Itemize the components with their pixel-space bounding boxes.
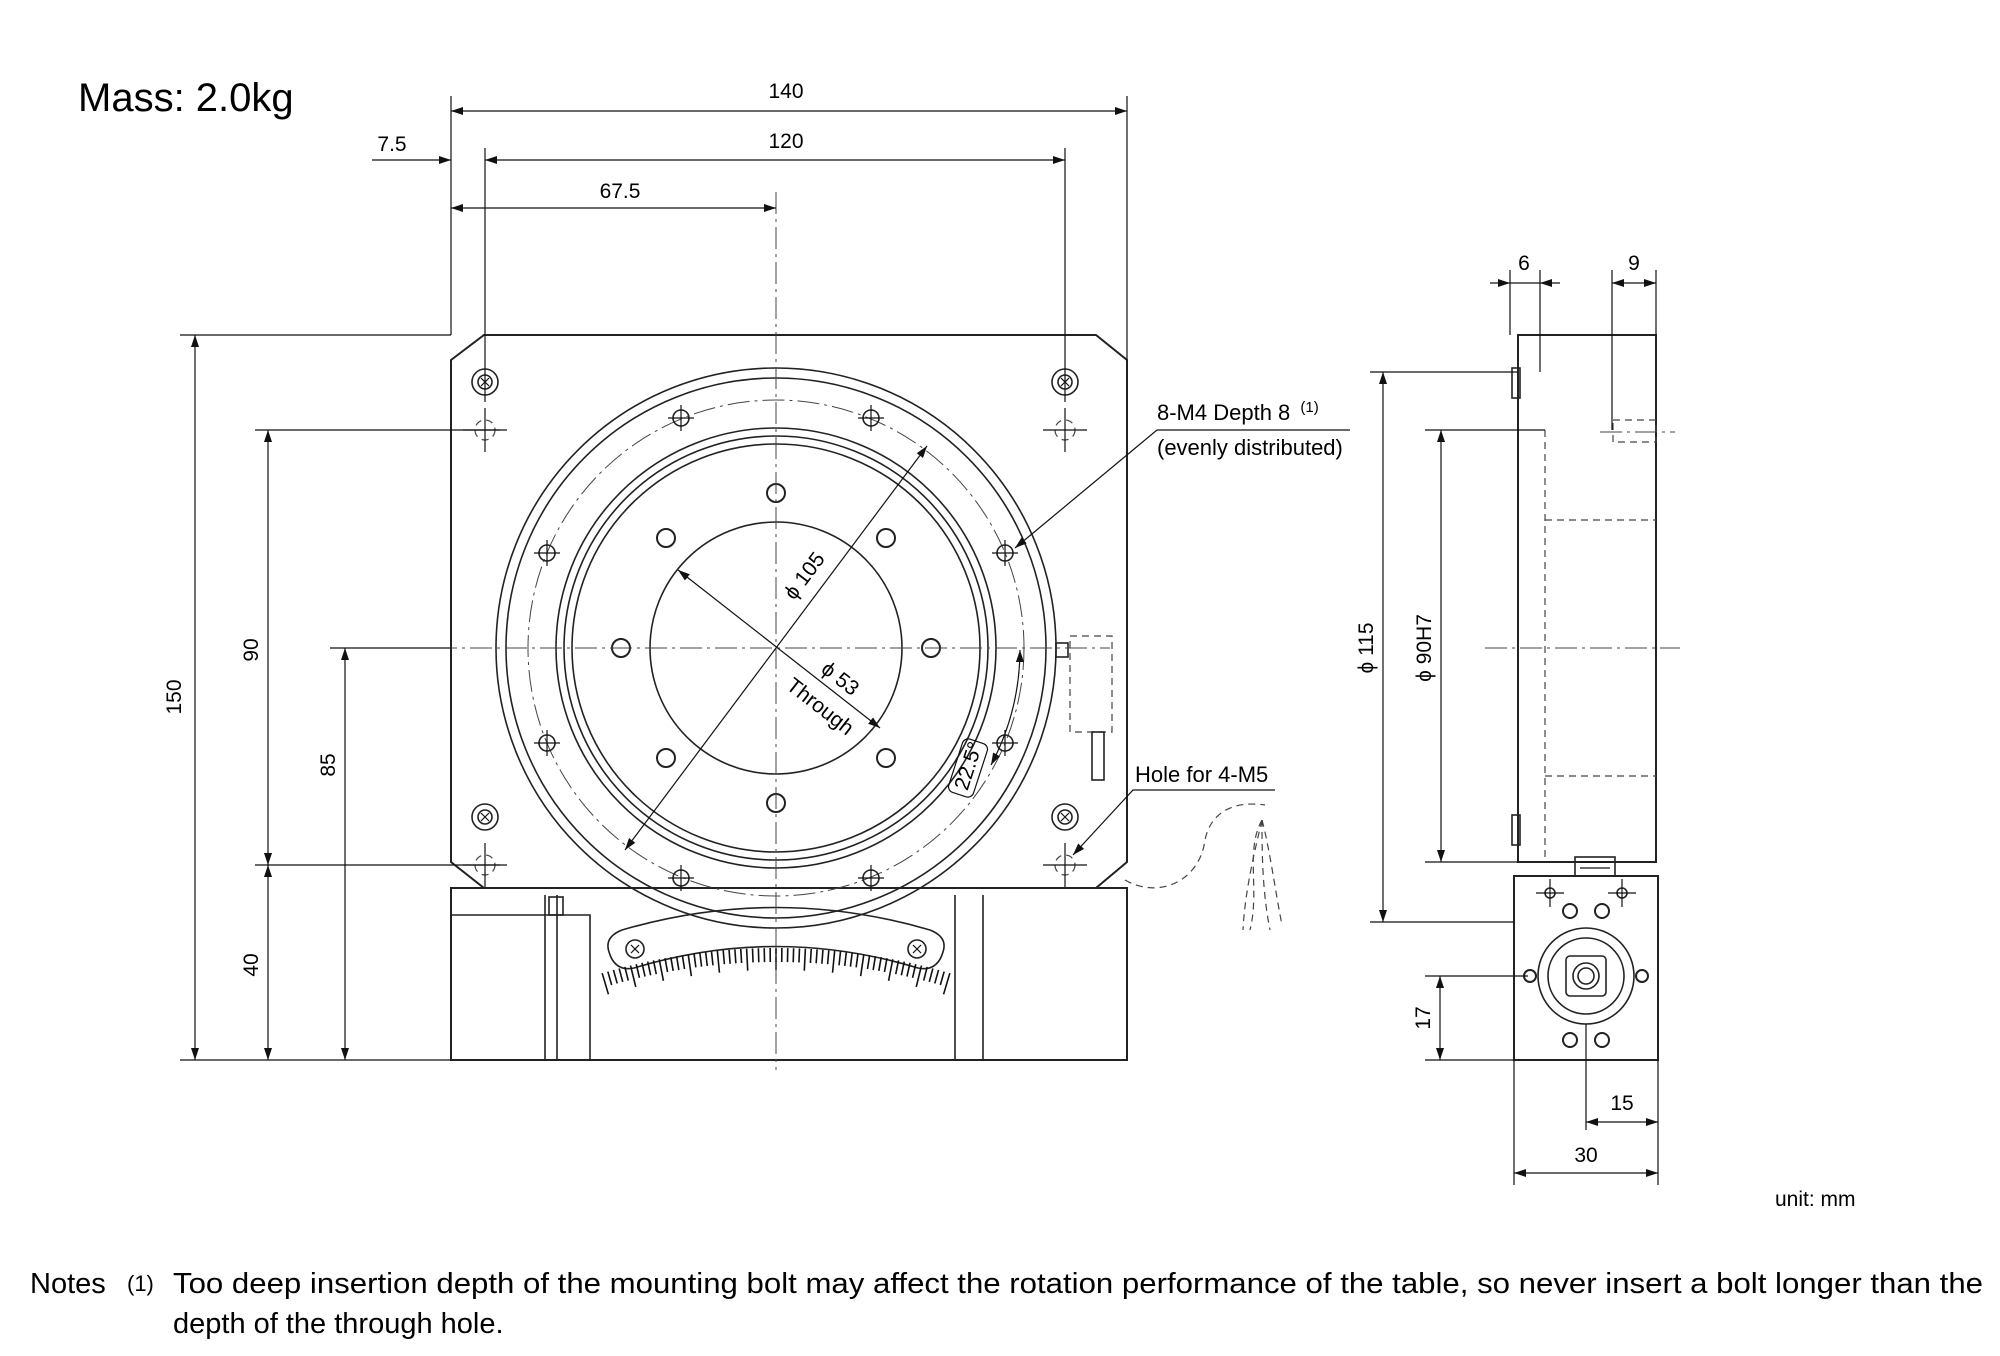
dim-140: 140 (768, 80, 803, 103)
scale-tick (601, 972, 610, 995)
dim-90: 90 (240, 638, 263, 661)
scale-tick (629, 965, 637, 988)
scale-tick (866, 955, 871, 970)
scale-tick (894, 960, 900, 975)
scale-tick (838, 951, 842, 966)
scale-tick (883, 958, 888, 973)
scale-tick (652, 960, 658, 975)
scale-tick (849, 952, 853, 967)
callout-m4-depth: 8-M4 Depth 8 (1) (1157, 399, 1319, 425)
scale-tick (843, 951, 848, 967)
notes: Notes (1) Too deep insertion depth of th… (30, 1268, 1983, 1340)
scale-tick (681, 955, 686, 970)
scale-tick (809, 948, 813, 964)
scale-tick (675, 956, 680, 971)
dim-67-5: 67.5 (600, 180, 641, 203)
base-lower-body (450, 887, 1128, 1061)
dim-40: 40 (240, 953, 263, 976)
scale-ticks (601, 948, 951, 995)
notes-ref: (1) (127, 1271, 154, 1296)
callout-m5-hole: Hole for 4-M5 (1135, 762, 1268, 787)
dim-150: 150 (163, 679, 186, 714)
scale-tick (618, 968, 624, 983)
scale-tick (710, 951, 714, 966)
scale-tick (669, 956, 674, 972)
dim-side-15: 15 (1610, 1092, 1633, 1115)
scale-tick (934, 969, 940, 984)
scale-tick (821, 949, 824, 964)
dim-dia-90h7: ϕ 90H7 (1413, 614, 1436, 682)
dim-side-30: 30 (1574, 1144, 1597, 1167)
scale-tick (942, 972, 951, 995)
scale-tick (751, 948, 754, 963)
scale-tick (798, 948, 801, 963)
scale-tick (722, 950, 726, 965)
callout-evenly-distributed: (evenly distributed) (1157, 435, 1343, 460)
scale-tick (878, 956, 883, 972)
notes-label: Notes (30, 1268, 106, 1300)
scale-tick (641, 962, 646, 977)
scale-tick (826, 950, 830, 965)
scale-tick (859, 954, 865, 977)
angle-scale-plate (607, 906, 945, 970)
dim-7-5: 7.5 (377, 133, 406, 156)
scale-tick (915, 965, 923, 988)
scale-tick (734, 949, 737, 964)
scale-tick (699, 952, 703, 967)
scale-tick (624, 966, 630, 981)
scale-tick (855, 953, 859, 968)
unit-label: unit: mm (1775, 1188, 1856, 1211)
scale-tick (872, 956, 877, 971)
scale-tick (612, 969, 618, 984)
front-dimensions: 140 120 7.5 67.5 150 90 40 85 ϕ 105 ϕ 53… (163, 80, 1350, 1061)
scale-tick (906, 962, 911, 977)
main-plate (450, 334, 1128, 889)
scale-tick (831, 950, 836, 973)
scale-tick (815, 949, 818, 964)
dim-side-6: 6 (1518, 252, 1530, 275)
scale-tick (646, 961, 652, 976)
mass-label: Mass: 2.0kg (78, 76, 294, 120)
scale-tick (939, 971, 945, 986)
scale-tick (687, 954, 693, 977)
scale-tick (922, 966, 928, 981)
notes-line-2: depth of the through hole. (173, 1308, 504, 1340)
scale-tick (887, 959, 894, 981)
scale-tick (704, 951, 709, 967)
scale-tick (739, 948, 743, 964)
scale-tick (607, 971, 613, 986)
side-flange-body (1517, 334, 1657, 863)
dim-side-17: 17 (1412, 1006, 1435, 1029)
scale-tick (658, 959, 665, 981)
scale-tick (635, 963, 641, 978)
scale-tick (911, 963, 917, 978)
dim-dia-115: ϕ 115 (1355, 622, 1378, 673)
scale-tick (803, 948, 807, 971)
notes-line-1: Too deep insertion depth of the mounting… (173, 1268, 1983, 1300)
side-dimensions: 6 9 ϕ 115 ϕ 90H7 17 15 30 (1355, 252, 1659, 1185)
dim-120: 120 (768, 130, 803, 153)
scale-tick (928, 968, 934, 983)
scale-tick (716, 950, 721, 973)
dim-85: 85 (317, 753, 340, 776)
scale-tick (664, 958, 669, 973)
scale-tick (900, 961, 906, 976)
scale-tick (728, 949, 731, 964)
scale-tick (745, 948, 749, 971)
side-view (1485, 334, 1680, 1061)
dim-side-9: 9 (1628, 252, 1640, 275)
scale-tick (693, 953, 697, 968)
front-view (330, 192, 1283, 1070)
cable (1124, 803, 1266, 889)
